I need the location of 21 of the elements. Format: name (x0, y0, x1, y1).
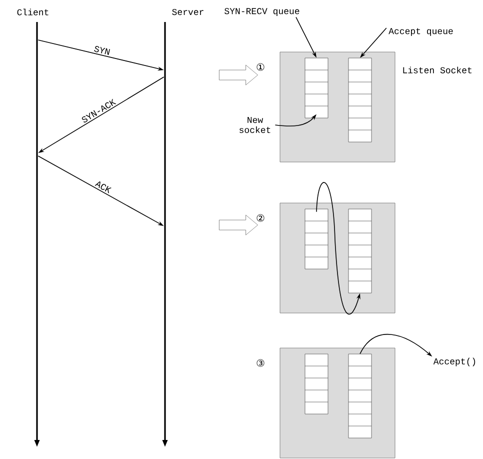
socket-label: Listen Socket (403, 66, 472, 74)
block-arrow (219, 214, 258, 236)
step-number: ① (256, 63, 264, 71)
queue (304, 354, 328, 414)
block-arrow (219, 64, 258, 86)
step-number: ② (256, 214, 264, 222)
edge-label: ACK (93, 178, 114, 195)
queue-label: SYN-RECV queue (224, 8, 300, 16)
arrow (316, 182, 360, 314)
socket-label: New socket (240, 117, 270, 134)
queue (304, 208, 328, 270)
step-number: ③ (256, 359, 264, 367)
queue (348, 354, 372, 438)
participant-label: Client (17, 8, 48, 16)
queue (348, 58, 372, 142)
edge-label: SYN (92, 44, 112, 56)
queue (304, 58, 328, 118)
queue-label: Accept queue (388, 28, 453, 36)
participant-label: Server (172, 8, 204, 16)
function-label: Accept() (433, 358, 476, 366)
queue (348, 208, 372, 294)
